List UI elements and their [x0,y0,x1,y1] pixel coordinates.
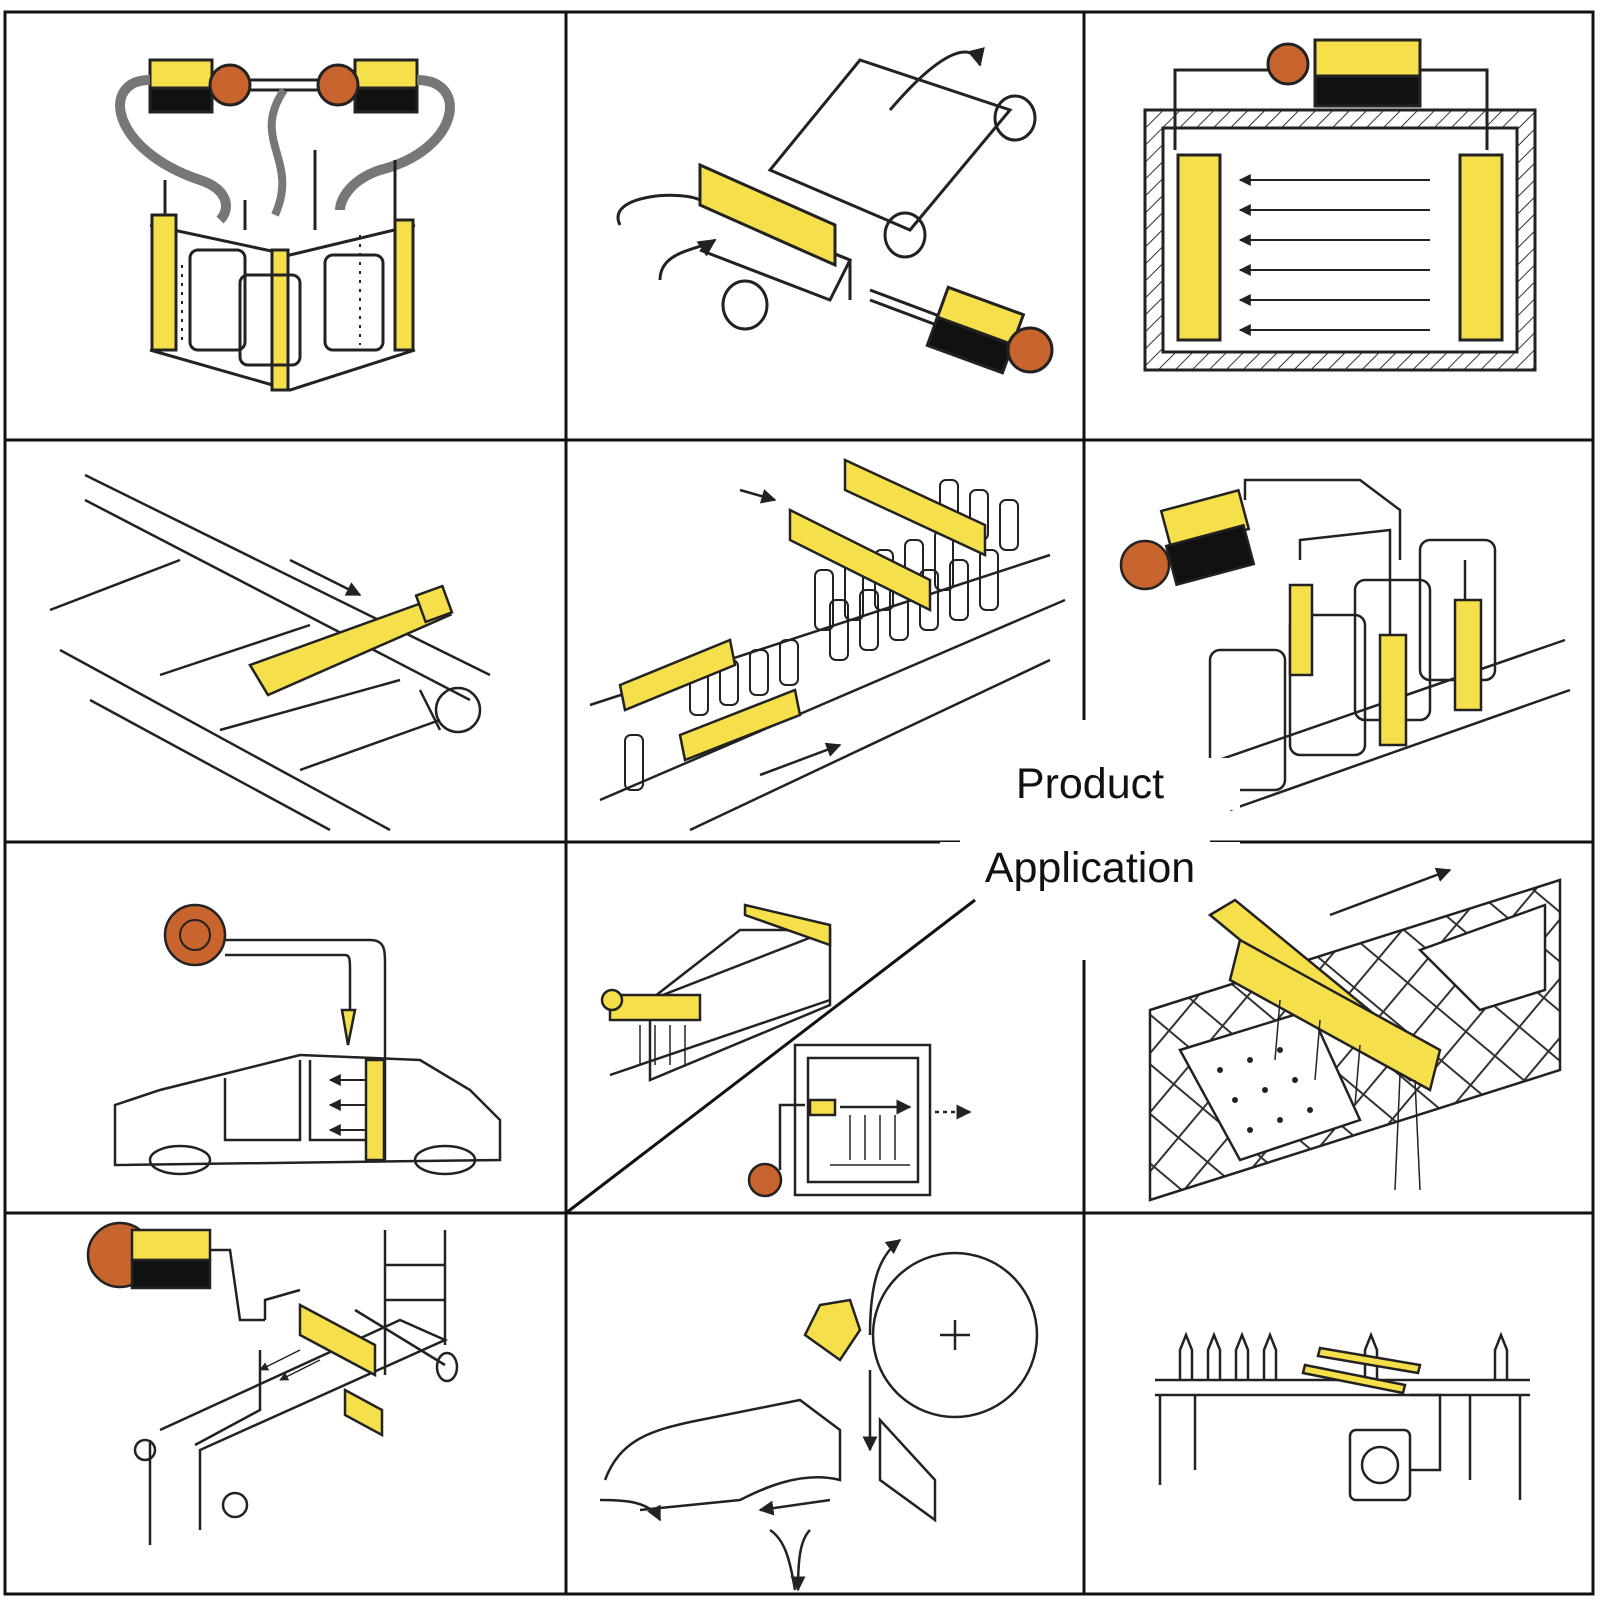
panel-sheet-conveyor [49,473,491,832]
caption-application: Application [940,842,1240,894]
panel-film-drying [616,47,1054,375]
panel-drum-scraper [599,1239,1039,1592]
panel-belt-conveyor [86,1221,459,1545]
panel-mesh-belt-parts [1148,867,1562,1202]
panel-jug-drying [1119,478,1571,812]
panel-spray-tunnel [600,903,972,1198]
panel-car-body-drying [113,903,502,1176]
panel-chamber-curtain [1143,38,1537,372]
grid-lines [3,10,1595,1596]
panel-bottle-line [1155,1331,1530,1502]
panel-tank-cleaning [115,58,455,392]
caption-product: Product [940,758,1240,810]
panel-can-drying [589,458,1066,832]
